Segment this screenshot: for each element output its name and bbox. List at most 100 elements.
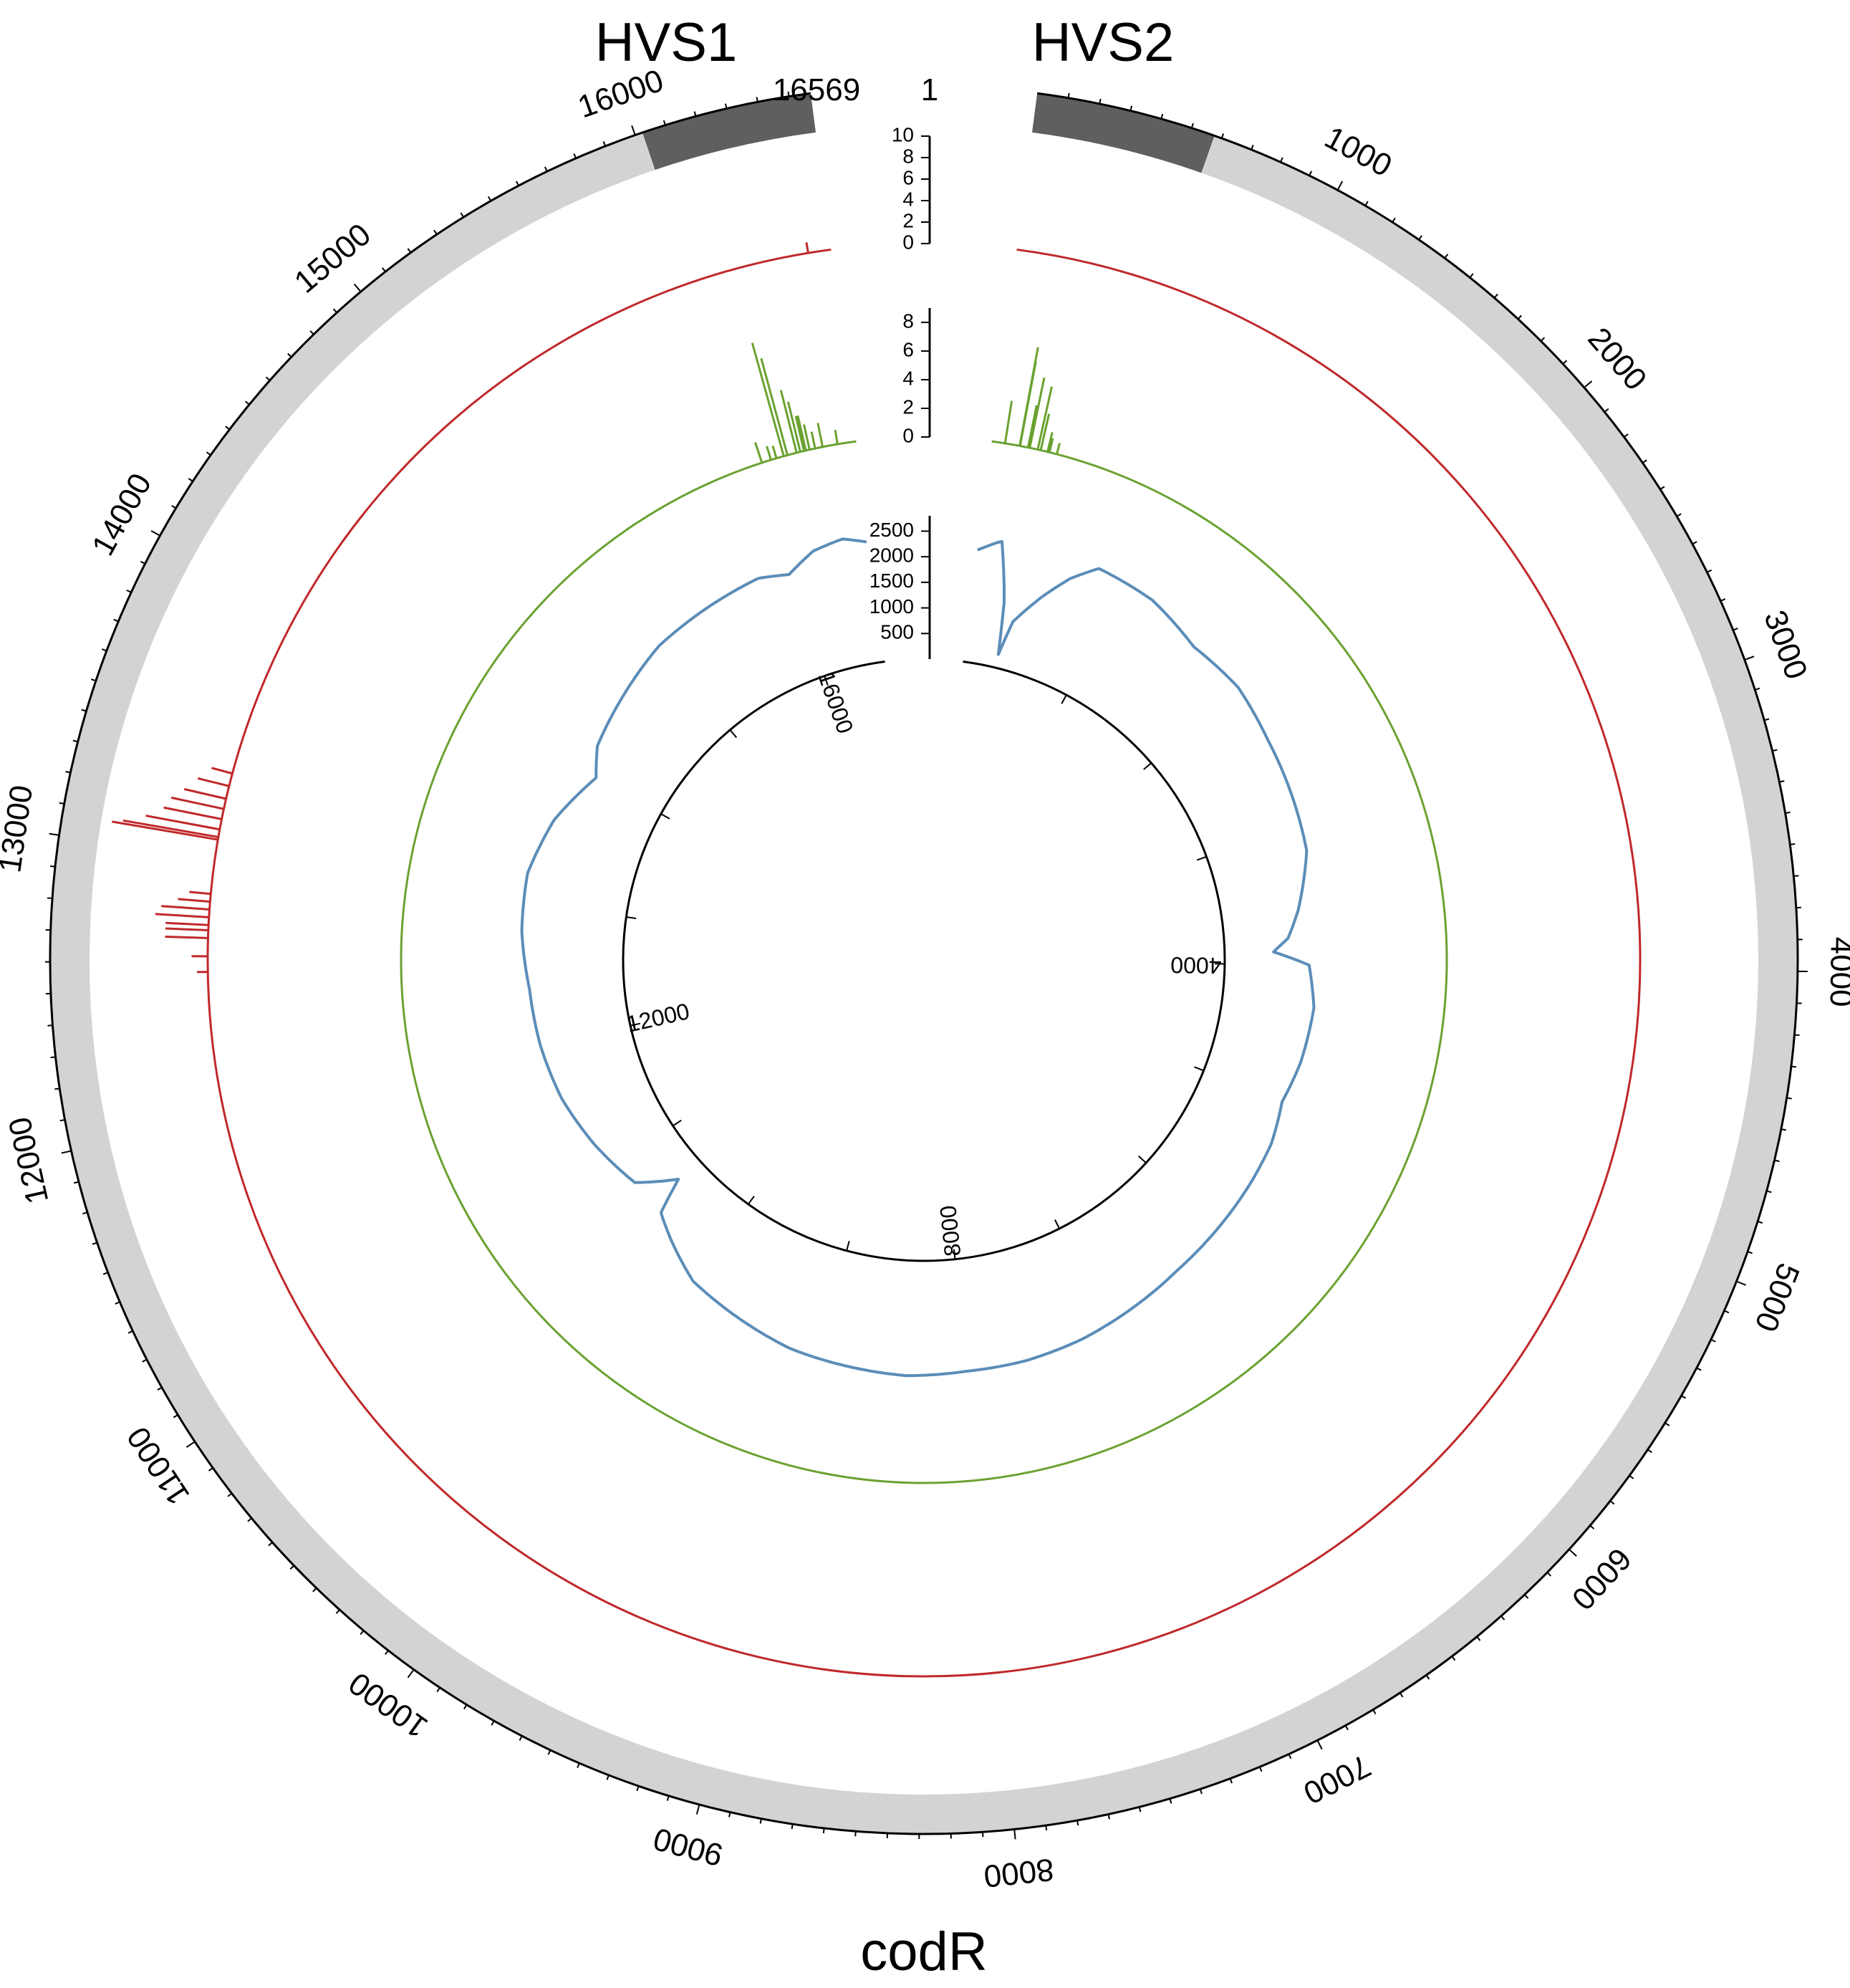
outer-tick-label: 12000 <box>2 1114 56 1207</box>
outer-tick <box>1629 1474 1634 1479</box>
outer-tick <box>787 91 790 97</box>
track-peak <box>165 921 209 926</box>
track-peak <box>165 936 208 939</box>
outer-tick <box>1258 1766 1263 1772</box>
outer-tick <box>1589 1524 1595 1530</box>
outer-tick <box>72 739 78 743</box>
outer-tick <box>1500 1615 1505 1620</box>
outer-tick <box>547 1749 551 1755</box>
green-scale-label: 8 <box>902 309 914 332</box>
outer-tick <box>1692 541 1697 545</box>
track-peak <box>1028 377 1046 448</box>
outer-tick <box>101 648 107 652</box>
track-baseline <box>400 440 1448 1484</box>
outer-tick <box>54 1087 60 1090</box>
outer-tick <box>1392 217 1396 223</box>
outer-tick <box>49 832 59 836</box>
outer-tick <box>1444 254 1449 259</box>
outer-tick <box>59 802 64 805</box>
outer-tick <box>49 865 56 868</box>
outer-tick <box>1099 98 1102 105</box>
outer-tick <box>127 1330 133 1334</box>
outer-tick <box>1469 273 1474 279</box>
outer-tick <box>1710 1338 1716 1343</box>
track-peak <box>1039 413 1051 451</box>
outer-tick <box>491 1720 495 1726</box>
outer-tick <box>73 1181 80 1184</box>
outer-tick <box>81 709 87 712</box>
outer-tick <box>1781 1128 1786 1131</box>
outer-tick <box>636 1785 640 1792</box>
track-peak <box>183 788 226 800</box>
outer-tick-label: 11000 <box>120 1421 197 1511</box>
track-peak <box>1036 386 1053 450</box>
outer-tick <box>1540 337 1546 342</box>
inner-tick <box>1194 1066 1204 1072</box>
blue-scale-label: 500 <box>880 621 914 643</box>
outer-tick <box>140 560 146 565</box>
red-scale-label: 6 <box>902 166 914 188</box>
outer-tick <box>1280 157 1283 163</box>
outer-tick <box>695 1804 700 1815</box>
outer-tick <box>309 330 314 335</box>
hvs2-label: HVS2 <box>1032 12 1175 73</box>
outer-tick <box>1772 749 1778 752</box>
outer-tick <box>247 1517 252 1522</box>
track-peak <box>155 913 209 918</box>
track-peak <box>1056 443 1061 455</box>
track-peak <box>145 815 221 831</box>
outer-tick <box>693 111 697 117</box>
outer-tick <box>90 678 97 682</box>
track-peak <box>197 777 230 787</box>
outer-tick <box>171 504 177 509</box>
green-scale-label: 4 <box>902 367 914 389</box>
green-scale-label: 2 <box>902 395 914 418</box>
outer-tick <box>1774 1159 1780 1163</box>
outer-tick <box>61 1150 72 1154</box>
outer-tick-label: 2000 <box>1581 321 1653 397</box>
track-peak <box>751 342 785 457</box>
outer-tick <box>577 1762 580 1768</box>
red-scale-label: 2 <box>902 209 914 231</box>
outer-tick <box>1425 1674 1430 1680</box>
outer-tick <box>1220 133 1225 139</box>
outer-tick <box>335 1609 340 1614</box>
outer-tick <box>268 1542 273 1547</box>
outer-tick <box>186 1441 196 1448</box>
outer-tick <box>436 1687 440 1693</box>
outer-tick <box>1659 486 1665 490</box>
outer-tick <box>265 376 271 381</box>
track-peak <box>1026 405 1038 448</box>
inner-tick-label: 4000 <box>1170 952 1222 979</box>
track-peak <box>834 430 839 445</box>
red-track <box>112 242 1642 1678</box>
outer-tick <box>1790 843 1796 845</box>
outer-tick <box>1763 718 1770 721</box>
outer-tick <box>1199 1789 1203 1795</box>
outer-tick-label: 10000 <box>342 1665 434 1744</box>
track-peak <box>816 423 824 448</box>
outer-tick <box>1757 1221 1763 1224</box>
hvs1-label: HVS1 <box>595 12 738 73</box>
track-peak <box>1048 438 1054 453</box>
outer-tick <box>1344 1725 1349 1731</box>
outer-tick <box>1288 1754 1292 1759</box>
track-peak <box>754 441 763 464</box>
outer-tick <box>407 248 412 254</box>
outer-tick-label: 8000 <box>982 1852 1055 1894</box>
outer-tick <box>157 1386 163 1391</box>
outer-tick <box>1336 181 1344 191</box>
outer-tick <box>544 166 548 172</box>
inner-tick-label: 12000 <box>624 998 692 1037</box>
outer-tick <box>516 181 520 186</box>
track-peak <box>161 905 210 911</box>
track-peak <box>178 898 211 903</box>
outer-tick <box>1418 235 1422 241</box>
outer-tick <box>724 103 728 109</box>
inner-tick-label: 8000 <box>935 1204 965 1258</box>
track-peak <box>805 242 809 254</box>
inner-tick <box>1143 762 1152 770</box>
outer-tick <box>1733 628 1738 631</box>
